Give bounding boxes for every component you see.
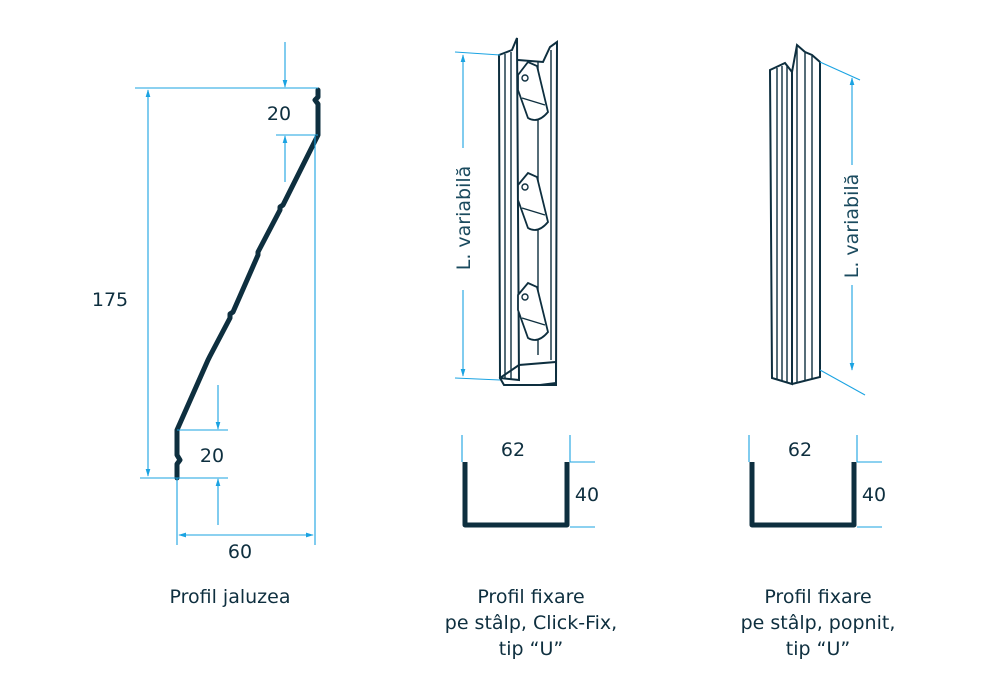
popnit-length-label: L. variabilă: [841, 174, 863, 279]
clickfix-u-profile: [462, 462, 570, 528]
clickfix-u-height-label: 40: [575, 484, 599, 506]
popnit-caption-line-1: Profil fixare: [764, 586, 871, 608]
popnit-u-profile: [749, 462, 857, 528]
clickfix-caption-line-3: tip “U”: [499, 638, 563, 660]
popnit-post-illustration: [768, 43, 821, 386]
popnit-drawing: L. variabilă 62 40 Profil fixare pe stâl…: [741, 43, 896, 660]
jaluzea-height-label: 175: [92, 289, 128, 311]
jaluzea-width-label: 60: [228, 541, 252, 563]
clickfix-clip: [517, 60, 549, 121]
clickfix-clip: [517, 171, 549, 231]
jaluzea-drawing: 175 20 20 60 Profil jaluzea: [92, 42, 321, 608]
clickfix-clip: [517, 281, 549, 341]
clickfix-u-width-label: 62: [501, 439, 525, 461]
jaluzea-profile-shape: [174, 87, 321, 481]
jaluzea-top-label: 20: [267, 103, 291, 125]
clickfix-drawing: L. variabilă 62 40 Profil fixare pe stâl…: [445, 37, 617, 660]
popnit-caption-line-2: pe stâlp, popnit,: [741, 612, 896, 634]
clickfix-length-label: L. variabilă: [453, 166, 475, 271]
clickfix-post-illustration: [497, 37, 559, 386]
popnit-u-width-label: 62: [788, 439, 812, 461]
jaluzea-caption: Profil jaluzea: [170, 586, 291, 608]
clickfix-caption-line-2: pe stâlp, Click-Fix,: [445, 612, 617, 634]
clickfix-caption-line-1: Profil fixare: [477, 586, 584, 608]
popnit-u-height-label: 40: [862, 484, 886, 506]
popnit-caption-line-3: tip “U”: [786, 638, 850, 660]
jaluzea-dimensions: [135, 42, 318, 545]
jaluzea-bottom-label: 20: [200, 445, 224, 467]
